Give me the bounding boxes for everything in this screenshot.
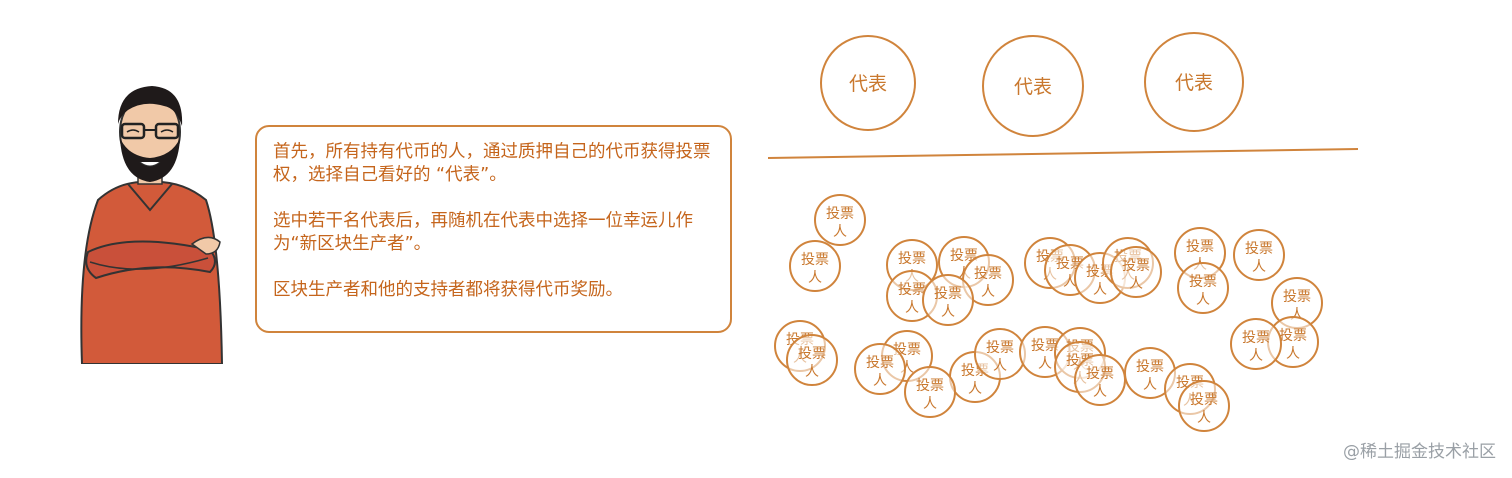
voter-label-line2: 人 [1286, 346, 1300, 362]
delegate-circle [820, 35, 916, 131]
voter-node: 投票人 [1177, 262, 1229, 314]
voter-label-line2: 人 [1038, 356, 1052, 372]
delegate-node: 代表 [1144, 32, 1244, 132]
voter-label-line2: 人 [873, 373, 887, 389]
voter-label-line1: 投票 [798, 346, 826, 362]
voter-label-line1: 投票 [1186, 239, 1214, 255]
voter-circle [786, 334, 838, 386]
voter-label-line2: 人 [1093, 384, 1107, 400]
voter-label-line1: 投票 [801, 252, 829, 268]
voter-circle [1233, 229, 1285, 281]
voter-circle [1177, 262, 1229, 314]
voter-node: 投票人 [904, 366, 956, 418]
voter-label-line1: 投票 [1136, 359, 1164, 375]
voter-label-line2: 人 [1196, 292, 1210, 308]
voter-label-line1: 投票 [826, 206, 854, 222]
voter-node: 投票人 [1267, 316, 1319, 368]
voter-label-line2: 人 [968, 381, 982, 397]
person-illustration [60, 82, 240, 365]
voter-circle [922, 274, 974, 326]
voter-label-line1: 投票 [974, 266, 1002, 282]
delegate-circle [982, 35, 1084, 137]
delegate-circle [1144, 32, 1244, 132]
voter-label-line1: 投票 [898, 282, 926, 298]
voter-label-line1: 投票 [898, 251, 926, 267]
divider-line [767, 148, 1359, 159]
explanation-box: 首先，所有持有代币的人，通过质押自己的代币获得投票权，选择自己看好的 “代表”。… [255, 125, 732, 333]
voters-group: 投票人投票人投票人投票人投票人投票人投票人投票人投票人投票人投票人投票人投票人投… [774, 194, 1323, 432]
explanation-paragraph-1: 首先，所有持有代币的人，通过质押自己的代币获得投票权，选择自己看好的 “代表”。 [273, 142, 711, 185]
voter-label-line1: 投票 [1245, 241, 1273, 257]
voter-circle [1178, 380, 1230, 432]
voter-label-line1: 投票 [1190, 392, 1218, 408]
voter-label-line1: 投票 [866, 355, 894, 371]
delegate-node: 代表 [820, 35, 916, 131]
voter-label-line2: 人 [1063, 274, 1077, 290]
voter-label-line1: 投票 [934, 286, 962, 302]
voter-label-line2: 人 [1143, 377, 1157, 393]
voter-label-line1: 投票 [1031, 338, 1059, 354]
voter-circle [814, 194, 866, 246]
voter-circle [1230, 318, 1282, 370]
voter-label-line1: 投票 [1242, 330, 1270, 346]
voter-node: 投票人 [1074, 354, 1126, 406]
voter-label-line1: 投票 [1086, 366, 1114, 382]
voter-label-line2: 人 [808, 270, 822, 286]
delegate-label: 代表 [1014, 76, 1052, 98]
explanation-paragraph-3: 区块生产者和他的支持者都将获得代币奖励。 [273, 280, 623, 300]
voter-label-line2: 人 [981, 284, 995, 300]
voter-label-line2: 人 [905, 300, 919, 316]
person-figure [80, 86, 224, 365]
voter-node: 投票人 [1230, 318, 1282, 370]
voter-label-line2: 人 [1252, 259, 1266, 275]
delegate-label: 代表 [1175, 72, 1213, 94]
voter-circle [854, 343, 906, 395]
voter-label-line2: 人 [923, 396, 937, 412]
delegate-node: 代表 [982, 35, 1084, 137]
voter-label-line1: 投票 [986, 340, 1014, 356]
voter-circle [1110, 246, 1162, 298]
voter-node: 投票人 [1233, 229, 1285, 281]
voter-label-line2: 人 [805, 364, 819, 380]
voter-node: 投票人 [789, 240, 841, 292]
delegates-group: 代表 代表 代表 [820, 32, 1244, 137]
voter-node: 投票人 [1178, 380, 1230, 432]
delegate-label: 代表 [849, 73, 887, 95]
voter-label-line2: 人 [993, 358, 1007, 374]
voter-circle [789, 240, 841, 292]
voter-label-line1: 投票 [950, 248, 978, 264]
voter-node: 投票人 [922, 274, 974, 326]
voter-label-line2: 人 [1093, 282, 1107, 298]
voter-node: 投票人 [1110, 246, 1162, 298]
voter-label-line1: 投票 [1279, 328, 1307, 344]
watermark: @稀土掘金技术社区 [1343, 442, 1496, 462]
voter-label-line2: 人 [1249, 348, 1263, 364]
voter-label-line1: 投票 [916, 378, 944, 394]
voter-node: 投票人 [974, 328, 1026, 380]
voter-label-line1: 投票 [1122, 258, 1150, 274]
voter-node: 投票人 [814, 194, 866, 246]
voter-node: 投票人 [786, 334, 838, 386]
voter-label-line2: 人 [1129, 276, 1143, 292]
voter-label-line1: 投票 [1283, 289, 1311, 305]
voter-node: 投票人 [854, 343, 906, 395]
voter-label-line2: 人 [941, 304, 955, 320]
voter-label-line2: 人 [1197, 410, 1211, 426]
voter-circle [904, 366, 956, 418]
explanation-paragraph-2: 选中若干名代表后，再随机在代表中选择一位幸运儿作为“新区块生产者”。 [273, 211, 693, 254]
voter-label-line1: 投票 [1189, 274, 1217, 290]
voter-label-line2: 人 [833, 224, 847, 240]
voter-node: 投票人 [1124, 347, 1176, 399]
voter-node: 投票人 [962, 254, 1014, 306]
